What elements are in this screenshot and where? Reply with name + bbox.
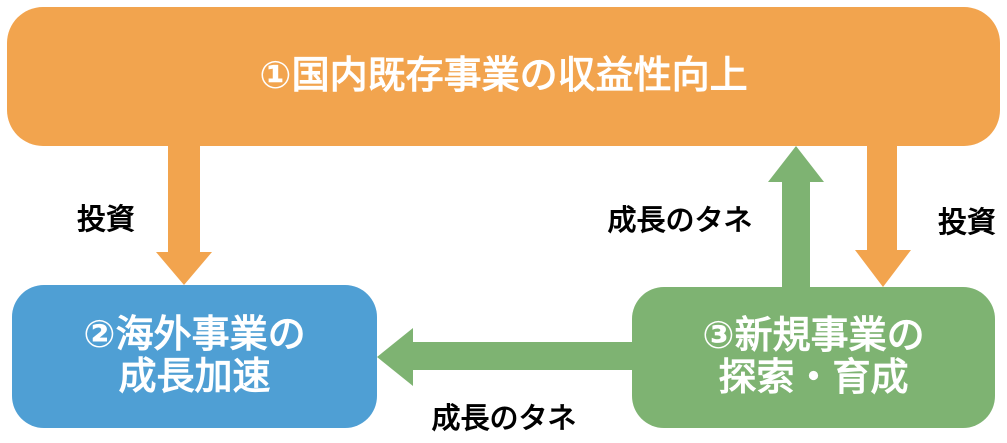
- label-invest-left: 投資: [76, 204, 136, 236]
- arrow-seeds-left-icon: [377, 328, 640, 386]
- box-new-business: ③新規事業の 探索・育成: [632, 287, 995, 428]
- box-new-business-label-line2: 探索・育成: [718, 356, 909, 399]
- label-seeds-left: 成長のタネ: [431, 403, 577, 435]
- label-invest-right: 投資: [937, 207, 997, 239]
- label-seeds-up: 成長のタネ: [607, 205, 753, 237]
- box-domestic-label: ①国内既存事業の収益性向上: [259, 54, 748, 97]
- box-overseas-label-line1: ②海外事業の: [83, 313, 306, 356]
- arrow-seeds-up-icon: [768, 146, 824, 292]
- box-domestic-existing-business: ①国内既存事業の収益性向上: [7, 7, 1000, 146]
- arrow-invest-right-icon: [855, 140, 911, 287]
- box-overseas-label-line2: 成長加速: [118, 355, 271, 398]
- box-overseas-business: ②海外事業の 成長加速: [12, 285, 377, 428]
- box-new-business-label-line1: ③新規事業の: [702, 314, 925, 357]
- arrow-invest-left-icon: [156, 140, 212, 285]
